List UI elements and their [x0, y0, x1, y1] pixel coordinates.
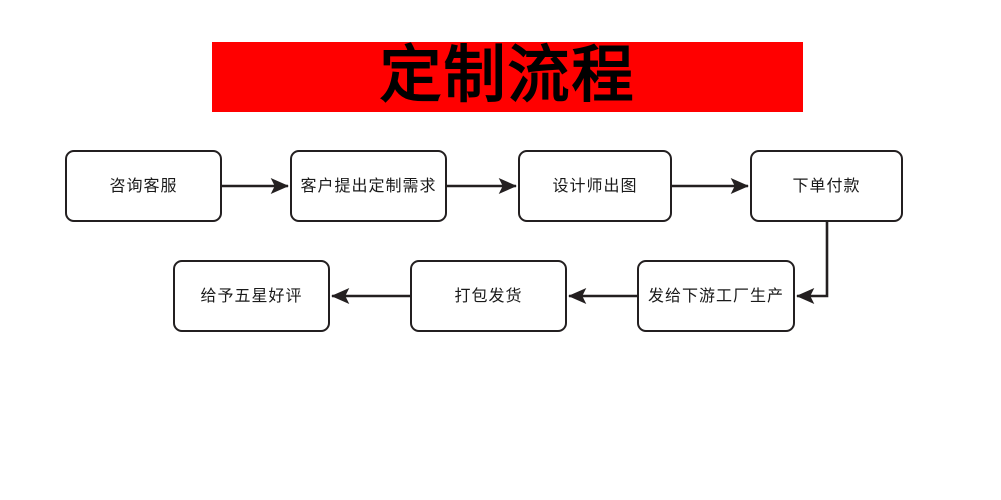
- flow-node-label: 下单付款: [792, 176, 861, 195]
- title-banner: 定制流程: [212, 42, 803, 112]
- flow-node-step6[interactable]: 打包发货: [410, 260, 567, 332]
- flow-node-step3[interactable]: 设计师出图: [518, 150, 672, 222]
- flow-node-step4[interactable]: 下单付款: [750, 150, 903, 222]
- flow-node-step7[interactable]: 给予五星好评: [173, 260, 330, 332]
- flow-node-step1[interactable]: 咨询客服: [65, 150, 222, 222]
- flow-node-label: 设计师出图: [552, 176, 638, 195]
- flow-node-step5[interactable]: 发给下游工厂生产: [637, 260, 795, 332]
- flow-node-label: 咨询客服: [109, 176, 178, 195]
- flow-node-label: 给予五星好评: [200, 286, 303, 305]
- page-title: 定制流程: [379, 38, 636, 111]
- flow-node-label: 发给下游工厂生产: [647, 286, 784, 305]
- flow-node-step2[interactable]: 客户提出定制需求: [290, 150, 447, 222]
- connector-step4-step5: [796, 222, 829, 305]
- flow-node-label: 客户提出定制需求: [300, 176, 437, 195]
- flow-node-label: 打包发货: [454, 286, 523, 305]
